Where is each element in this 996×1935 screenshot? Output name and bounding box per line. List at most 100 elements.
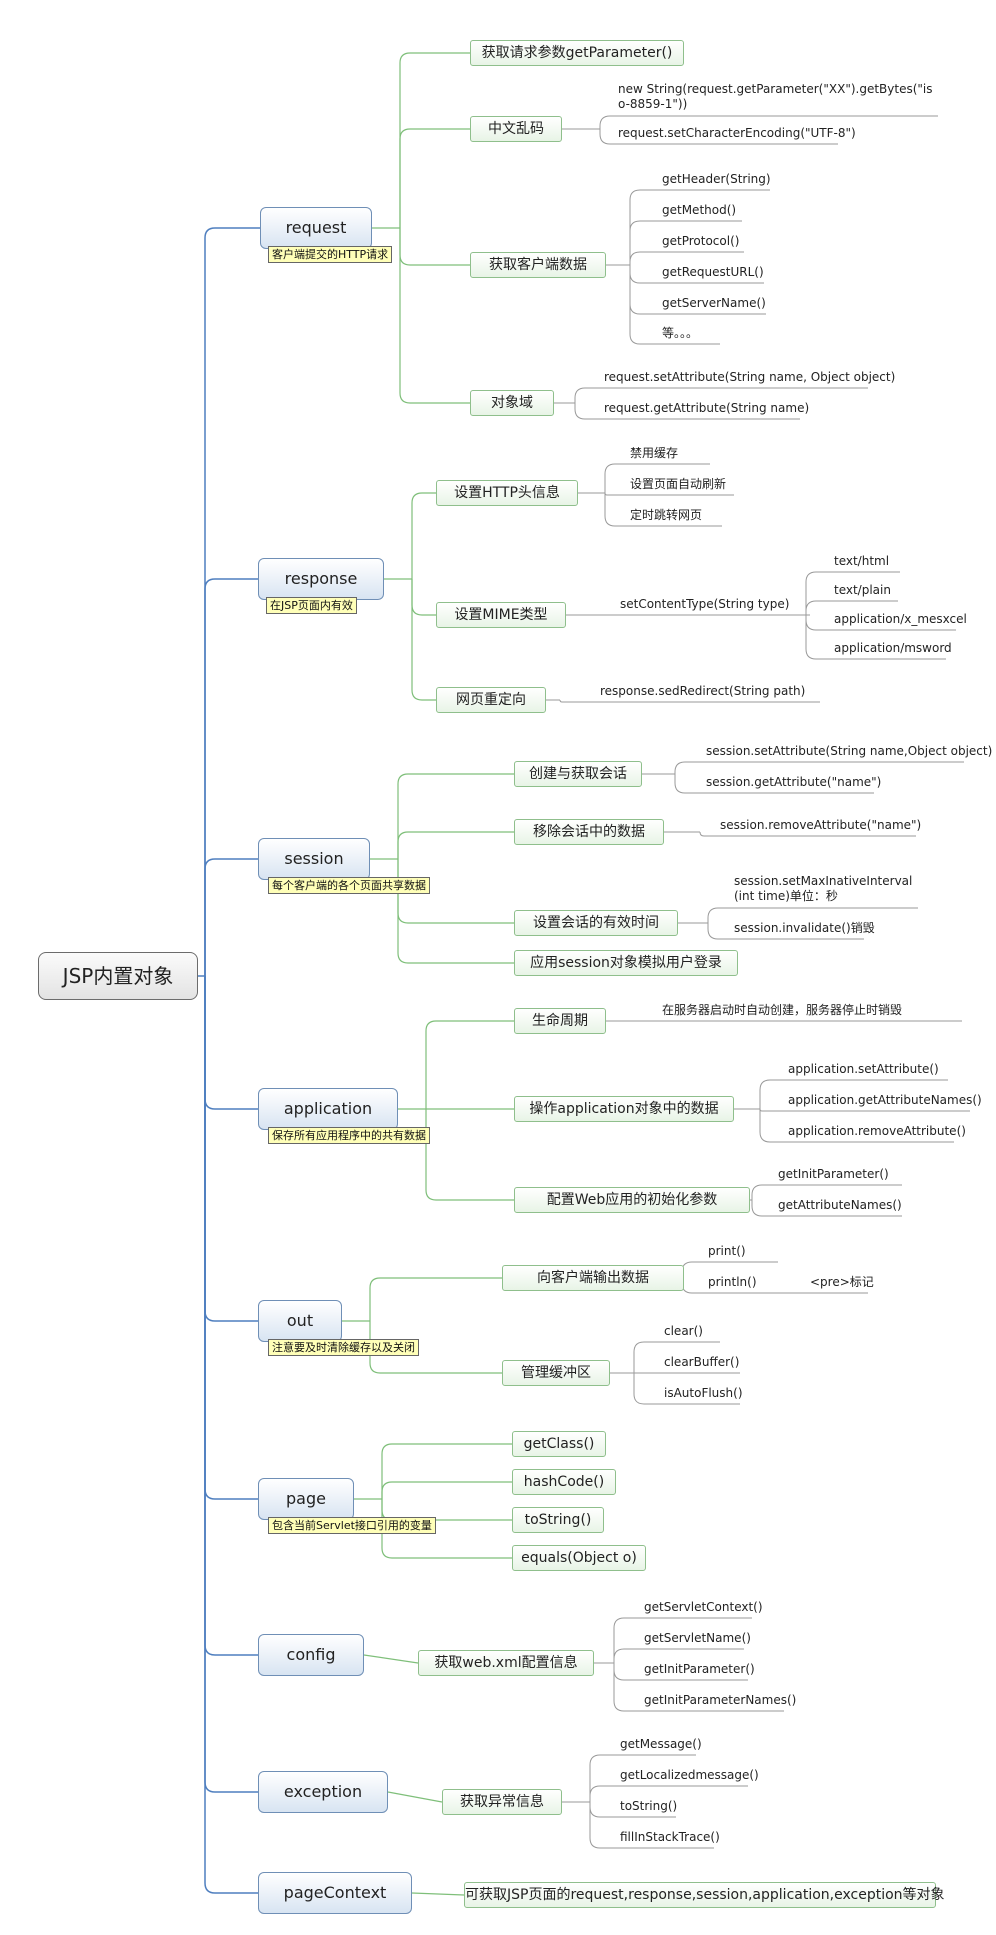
sub-connector	[411, 1892, 465, 1896]
leaf-connector	[589, 1802, 614, 1849]
leaf-connector	[599, 115, 612, 129]
branch-application[interactable]: application	[258, 1088, 398, 1130]
leaf-connector	[629, 265, 656, 315]
branch-connector	[204, 578, 258, 976]
branch-connector	[204, 227, 260, 976]
leaf-item: request.setCharacterEncoding("UTF-8")	[618, 126, 856, 140]
leaf-connector	[604, 493, 624, 527]
sub-node[interactable]: 对象域	[470, 390, 554, 416]
mime-leaf: text/plain	[834, 583, 891, 597]
leaf-connector	[589, 1785, 614, 1802]
leaf-connector	[759, 1109, 782, 1143]
branch-pageContext[interactable]: pageContext	[258, 1872, 412, 1914]
leaf-connector	[559, 699, 594, 703]
leaf-connector	[629, 265, 656, 284]
sub-node[interactable]: 网页重定向	[436, 687, 546, 713]
leaf-connector	[613, 1617, 638, 1663]
sub-connector	[381, 1481, 512, 1499]
leaf-connector	[574, 387, 598, 403]
leaf-connector	[751, 1184, 772, 1200]
sub-node[interactable]: 可获取JSP页面的request,response,session,applic…	[464, 1882, 945, 1908]
note-application: 保存所有应用程序中的共有数据	[268, 1127, 430, 1144]
leaf-connector	[629, 251, 656, 265]
sub-node[interactable]: 获取web.xml配置信息	[418, 1650, 594, 1676]
sub-node[interactable]: 设置会话的有效时间	[514, 910, 678, 936]
leaf-connector	[751, 1200, 772, 1217]
branch-config[interactable]: config	[258, 1634, 364, 1676]
sub-node[interactable]: 创建与获取会话	[514, 761, 642, 787]
sub-node[interactable]: 设置MIME类型	[436, 602, 566, 628]
leaf-connector	[805, 571, 828, 615]
leaf-item: getInitParameterNames()	[644, 1693, 797, 1707]
sub-node[interactable]: toString()	[512, 1507, 604, 1533]
branch-session[interactable]: session	[258, 838, 370, 880]
leaf-connector	[613, 1663, 638, 1712]
sub-node[interactable]: 移除会话中的数据	[514, 819, 664, 845]
branch-page[interactable]: page	[258, 1478, 354, 1520]
sub-connector	[411, 492, 436, 579]
root-node[interactable]: JSP内置对象	[38, 952, 198, 1000]
sub-node[interactable]: getClass()	[512, 1431, 606, 1457]
sub-node[interactable]: 生命周期	[514, 1008, 606, 1034]
leaf-connector	[805, 615, 828, 660]
sub-connector	[399, 128, 470, 228]
branch-request[interactable]: request	[260, 207, 372, 249]
leaf-connector	[574, 403, 598, 420]
leaf-connector	[759, 1108, 782, 1112]
leaf-connector	[699, 831, 714, 837]
leaf-item: application.removeAttribute()	[788, 1124, 966, 1138]
leaf-connector	[629, 189, 656, 265]
sub-node[interactable]: 配置Web应用的初始化参数	[514, 1187, 750, 1213]
branch-connector	[204, 976, 258, 1500]
leaf-item: request.getAttribute(String name)	[604, 401, 810, 415]
sub-connector	[387, 1791, 443, 1803]
sub-connector	[397, 859, 514, 964]
leaf-item: getMessage()	[620, 1737, 702, 1751]
note-session: 每个客户端的各个页面共享数据	[268, 877, 430, 894]
sub-node[interactable]: 应用session对象模拟用户登录	[514, 950, 738, 976]
leaf-item: println()	[708, 1275, 757, 1289]
sub-connector	[381, 1499, 512, 1559]
sub-connector	[411, 579, 436, 616]
leaf-item: print()	[708, 1244, 746, 1258]
leaf-connector	[707, 907, 728, 923]
sub-node[interactable]: 设置HTTP头信息	[436, 480, 578, 506]
sub-node[interactable]: 向客户端输出数据	[502, 1265, 684, 1291]
sub-node[interactable]: 获取请求参数getParameter()	[470, 40, 684, 66]
leaf-item: session.getAttribute("name")	[706, 775, 882, 789]
sub-node[interactable]: 获取异常信息	[442, 1789, 562, 1815]
branch-response[interactable]: response	[258, 558, 384, 600]
branch-out[interactable]: out	[258, 1300, 342, 1342]
sub-node[interactable]: equals(Object o)	[512, 1545, 646, 1571]
note-page: 包含当前Servlet接口引用的变量	[268, 1517, 436, 1534]
sub-node[interactable]: hashCode()	[512, 1469, 616, 1495]
sub-connector	[369, 1321, 502, 1374]
branch-exception[interactable]: exception	[258, 1771, 388, 1813]
branch-connector	[204, 976, 258, 1894]
branch-connector	[204, 976, 258, 1322]
leaf-item: getProtocol()	[662, 234, 740, 248]
sub-connector	[425, 1109, 514, 1201]
leaf-connector	[759, 1079, 782, 1109]
leaf-connector	[629, 265, 656, 345]
branch-connector	[204, 858, 258, 976]
leaf-connector	[629, 220, 656, 265]
leaf-item: fillInStackTrace()	[620, 1830, 720, 1844]
leaf-connector	[604, 463, 624, 493]
sub-node[interactable]: 获取客户端数据	[470, 252, 606, 278]
leaf-connector	[633, 1341, 658, 1373]
leaf-item: clearBuffer()	[664, 1355, 740, 1369]
sub-node[interactable]: 中文乱码	[470, 116, 562, 142]
note-response: 在JSP页面内有效	[266, 597, 357, 614]
branch-connector	[204, 976, 258, 1110]
sub-node[interactable]: 操作application对象中的数据	[514, 1096, 734, 1122]
leaf-item: 定时跳转网页	[630, 508, 703, 522]
sub-connector	[363, 1654, 419, 1664]
sub-connector	[397, 773, 514, 859]
leaf-connector	[604, 492, 624, 496]
leaf-connector	[599, 129, 612, 145]
leaf-item: getRequestURL()	[662, 265, 764, 279]
sub-node[interactable]: 管理缓冲区	[502, 1360, 610, 1386]
sub-connector	[399, 228, 470, 266]
